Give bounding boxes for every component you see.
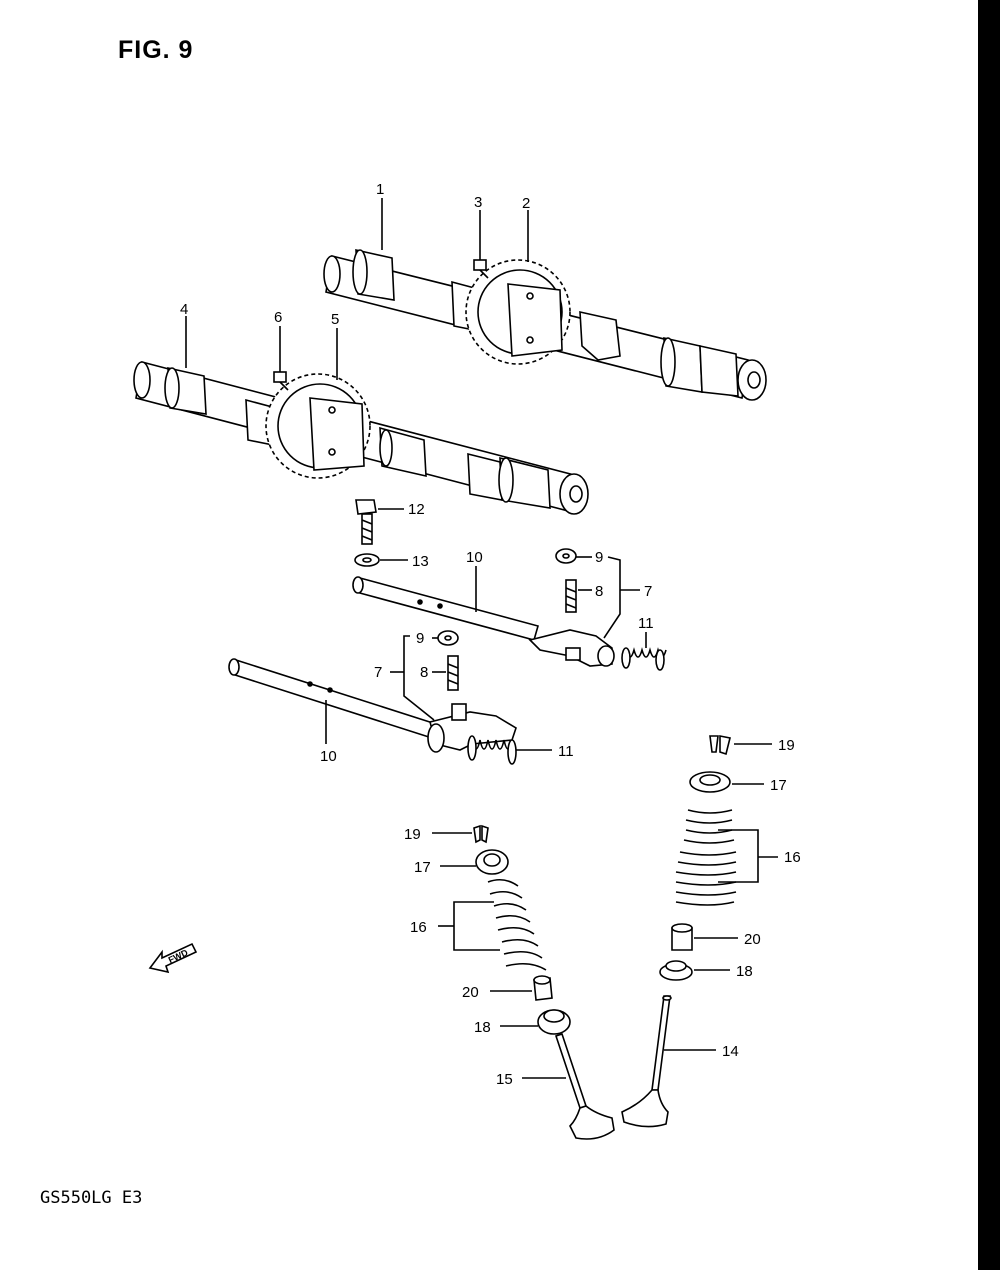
callout-15: 15 (496, 1071, 513, 1088)
callout-18-right: 18 (736, 963, 753, 980)
retainer-17-left (475, 849, 509, 875)
callout-11-lower: 11 (558, 743, 574, 760)
callout-16-right: 16 (784, 849, 801, 866)
seat-18-left (537, 1009, 571, 1035)
page-edge-bar (978, 0, 1000, 1270)
fwd-arrow-icon: FWD (148, 942, 198, 974)
callout-19-right: 19 (778, 737, 795, 754)
springs-16-right (675, 809, 737, 906)
callout-9-upper: 9 (595, 549, 603, 566)
callout-11-upper: 11 (638, 615, 654, 632)
rocker-shaft-lower (228, 658, 437, 740)
seat-18-right (659, 960, 693, 981)
nut-9-upper (555, 548, 577, 564)
callout-1: 1 (376, 181, 384, 198)
callout-2: 2 (522, 195, 530, 212)
cotters-19-left (473, 824, 489, 844)
callout-17-left: 17 (414, 859, 431, 876)
callout-10-lower: 10 (320, 748, 337, 765)
seal-20-right (671, 923, 693, 951)
callout-8-upper: 8 (595, 583, 603, 600)
callout-3: 3 (474, 194, 482, 211)
nut-9-lower (437, 630, 459, 646)
washer-13 (354, 553, 380, 567)
callout-4: 4 (180, 301, 188, 318)
sprocket-lower (265, 373, 371, 479)
callout-16-left: 16 (410, 919, 427, 936)
springs-16-left (487, 878, 547, 971)
rocker-arm-lower (427, 703, 517, 753)
bolt-12 (355, 499, 377, 545)
callout-17-right: 17 (770, 777, 787, 794)
figure-title: FIG. 9 (118, 36, 194, 64)
callout-7-lower: 7 (374, 664, 382, 681)
callouts: 1 2 3 4 5 6 12 13 10 9 8 7 11 9 8 7 (180, 181, 801, 1088)
callout-18-left: 18 (474, 1019, 491, 1036)
callout-9-lower: 9 (416, 630, 424, 647)
callout-20-right: 20 (744, 931, 761, 948)
callout-14: 14 (722, 1043, 739, 1060)
seal-20-left (533, 975, 553, 1001)
adjuster-screw-8-upper (565, 579, 577, 613)
spring-11-lower (467, 735, 517, 765)
callout-19-left: 19 (404, 826, 421, 843)
callout-13: 13 (412, 553, 429, 570)
adjuster-screw-8-lower (447, 655, 459, 691)
sprocket-upper (465, 259, 571, 365)
callout-20-left: 20 (462, 984, 479, 1001)
retainer-17-right (689, 771, 731, 793)
bolt-6 (273, 371, 289, 391)
callout-7-upper: 7 (644, 583, 652, 600)
callout-8-lower: 8 (420, 664, 428, 681)
callout-6: 6 (274, 309, 282, 326)
valve-14 (621, 995, 672, 1128)
callout-12: 12 (408, 501, 425, 518)
cotters-19-right (709, 735, 731, 756)
rocker-arm-upper (528, 629, 615, 667)
spring-11-upper (621, 647, 667, 671)
valve-15 (554, 1032, 615, 1140)
model-code: GS550LG E3 (40, 1188, 143, 1208)
callout-10-upper: 10 (466, 549, 483, 566)
callout-5: 5 (331, 311, 339, 328)
